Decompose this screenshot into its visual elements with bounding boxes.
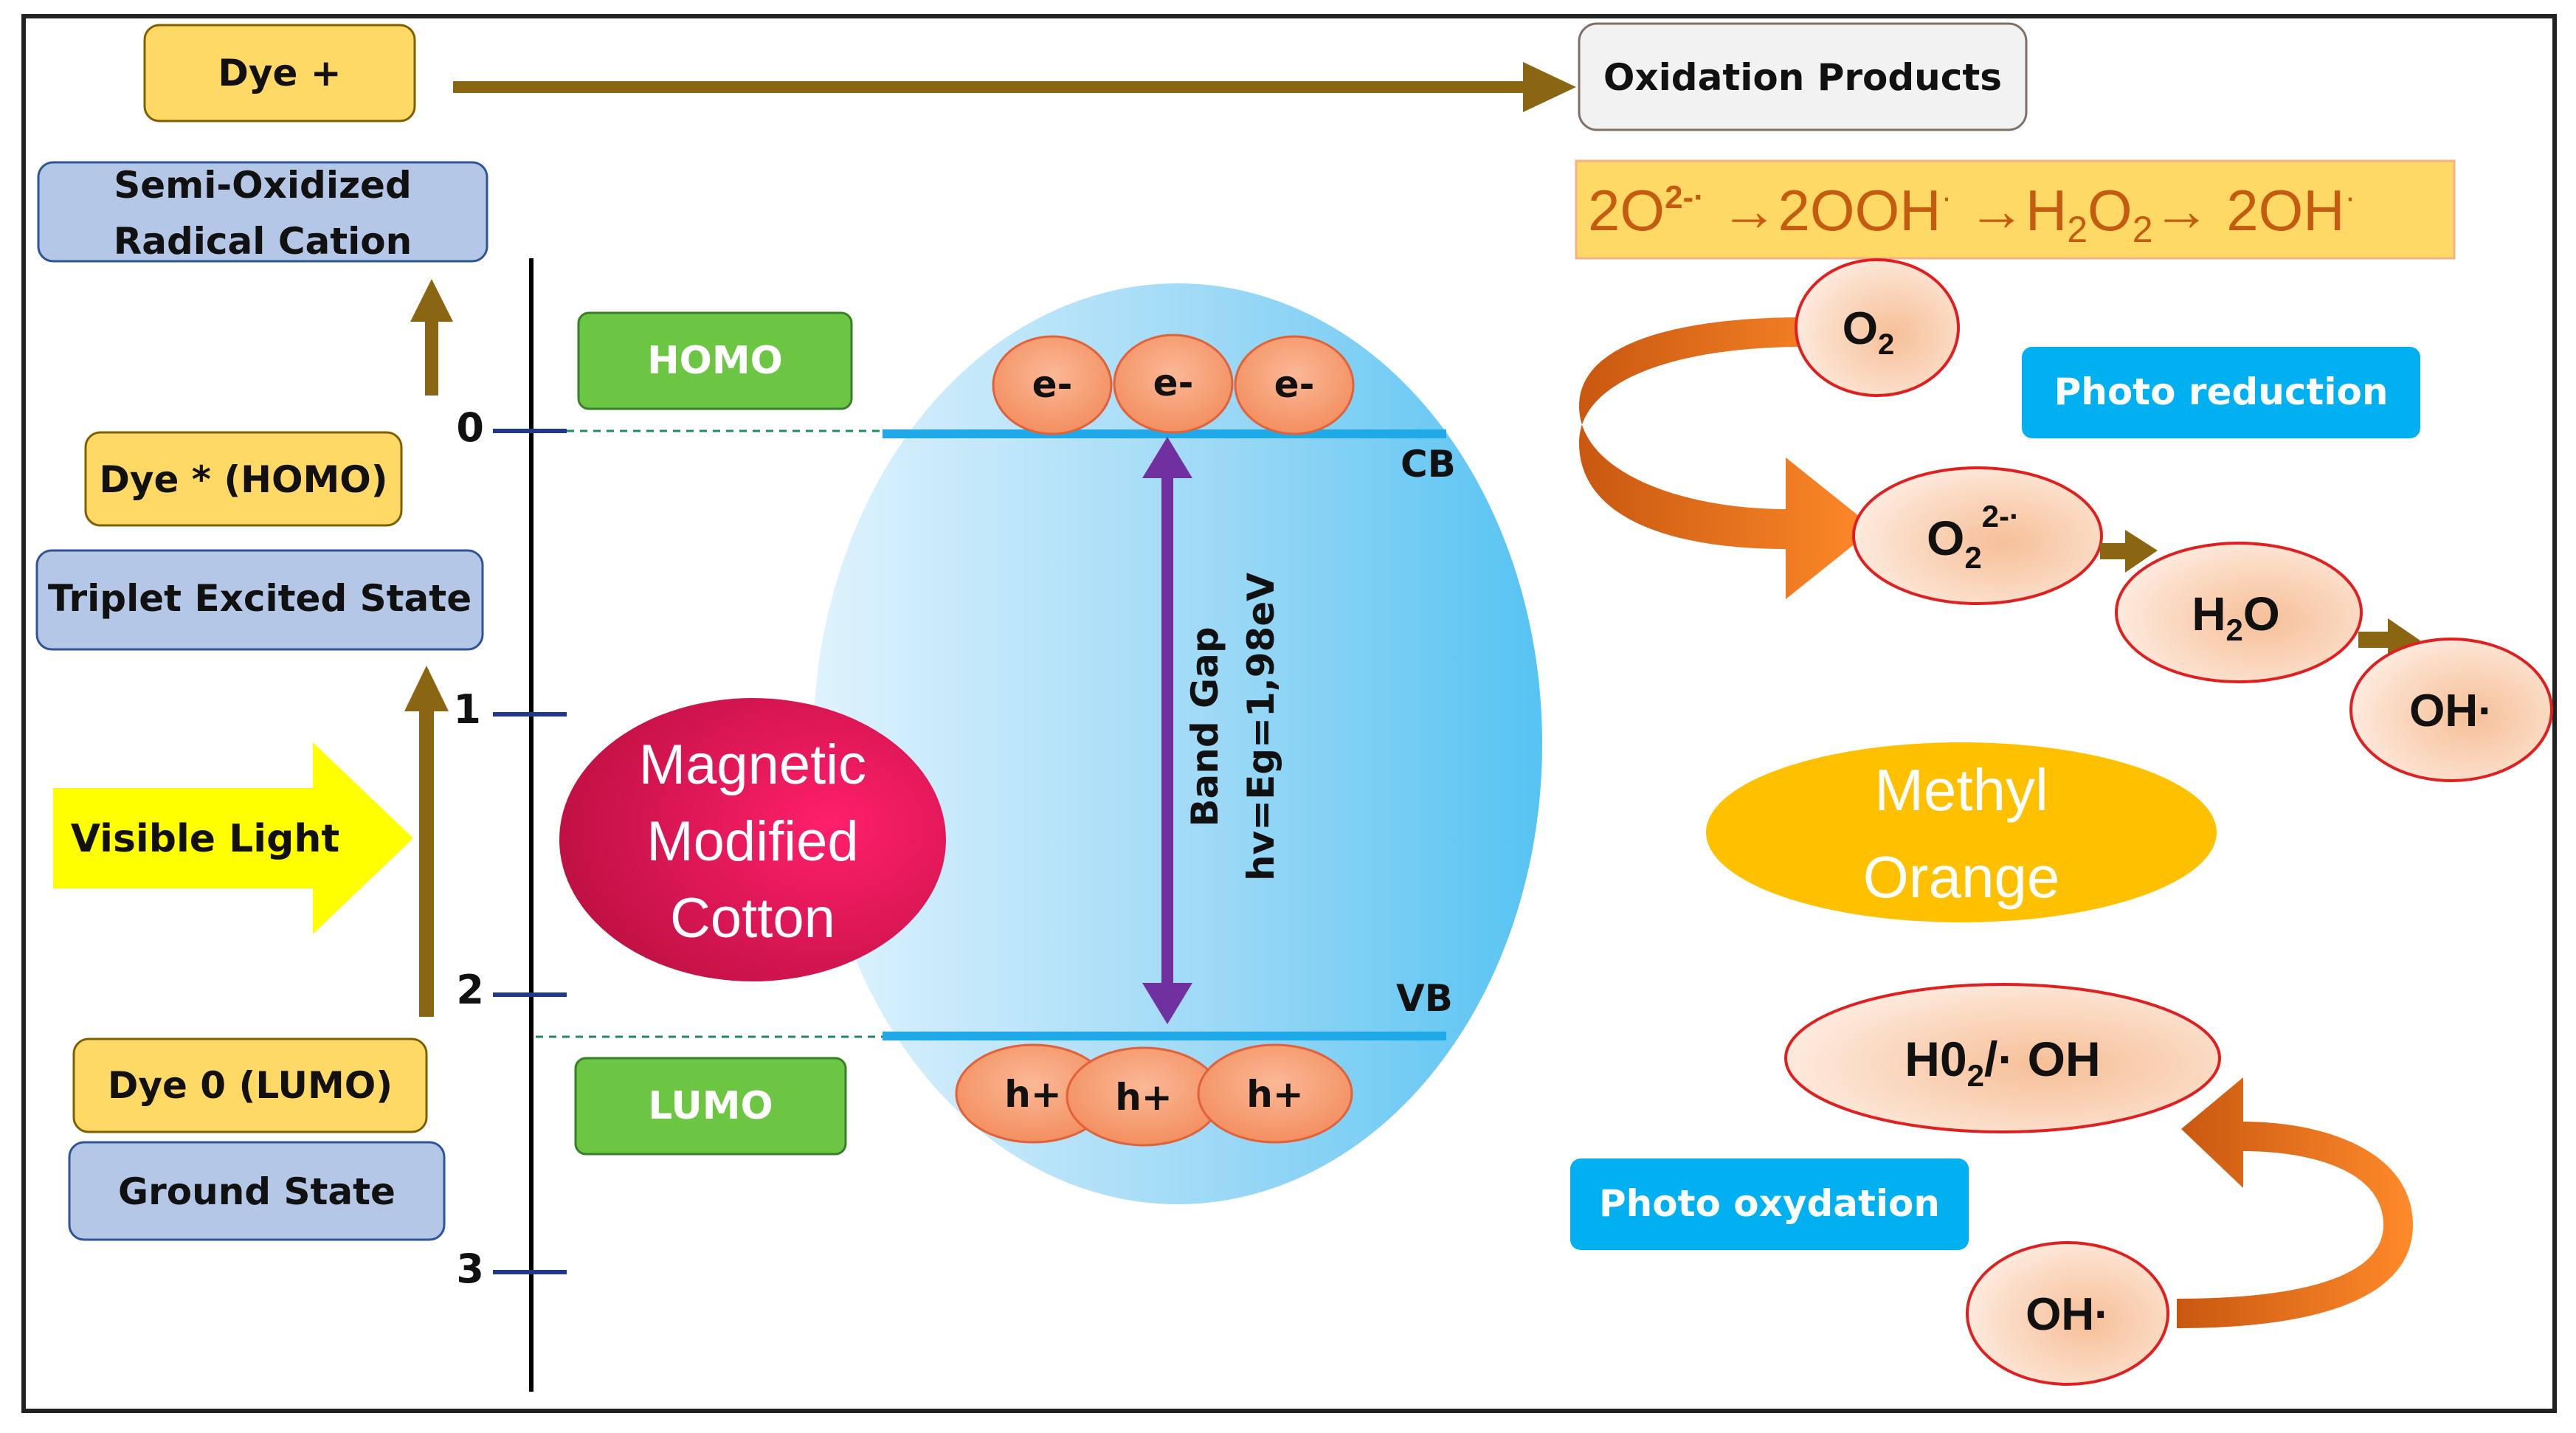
electron-group: e- e- e- <box>992 334 1355 435</box>
band-structure-ellipse <box>813 283 1542 1204</box>
reaction-superscript: · <box>2345 179 2356 215</box>
semi-oxidized-box: Semi-Oxidized Radical Cation <box>37 161 488 263</box>
ground-state-box: Ground State <box>68 1141 446 1241</box>
oxidation-swirl-arrow <box>2177 1077 2413 1328</box>
reaction-subscript: 2 <box>2133 209 2153 250</box>
dye-zero-box: Dye 0 (LUMO) <box>72 1037 428 1133</box>
hole-label: h+ <box>1115 1076 1173 1119</box>
dye-plus-box: Dye + <box>143 24 416 122</box>
magnetic-modified-cotton: Magnetic Modified Cotton <box>559 698 946 981</box>
photo-reduction-label: Photo reduction <box>2054 370 2389 413</box>
vb-label: VB <box>1396 977 1453 1020</box>
dye-plus-label: Dye + <box>218 52 341 94</box>
electron <box>992 335 1113 435</box>
radical-cation-label: Radical Cation <box>114 220 412 263</box>
hole-label: h+ <box>1004 1073 1062 1116</box>
o2-label: O2 <box>1843 303 1894 361</box>
hydroxyl-oval: OH· <box>2349 638 2553 782</box>
hydroxyl-source-label: OH· <box>2026 1289 2110 1340</box>
band-gap-energy-label: hv=Eg=1,98eV <box>1240 573 1282 881</box>
electron-label: e- <box>1032 363 1073 406</box>
energy-axis: 0 1 2 3 <box>453 258 567 1392</box>
ground-state-label: Ground State <box>118 1170 396 1213</box>
lumo-box: LUMO <box>574 1057 847 1156</box>
reaction-superscript: · <box>1941 179 1952 215</box>
lumo-label: LUMO <box>648 1084 773 1128</box>
h2o-oval: H2O <box>2115 542 2363 683</box>
band-gap-arrow <box>1142 437 1192 1024</box>
triplet-box: Triplet Excited State <box>35 549 484 651</box>
axis-tick-2: 2 <box>456 967 484 1013</box>
oxidation-products-box: Oxidation Products <box>1578 22 2028 131</box>
reduction-swirl-arrow <box>1579 317 1874 599</box>
hole-label: h+ <box>1246 1073 1304 1116</box>
methyl-orange: Methyl Orange <box>1706 742 2217 922</box>
dye-star-label: Dye * (HOMO) <box>99 458 387 501</box>
dye-zero-label: Dye 0 (LUMO) <box>108 1064 393 1107</box>
cb-label: CB <box>1401 443 1456 486</box>
homo-label: HOMO <box>647 339 783 383</box>
excitation-arrow-main <box>404 666 449 1017</box>
hydroxyl-source-oval: OH· <box>1966 1241 2169 1386</box>
h2o-label: H2O <box>2192 587 2279 647</box>
semi-oxidized-label: Semi-Oxidized <box>114 164 412 207</box>
excitation-arrow-upper <box>410 279 453 396</box>
reaction-part: → 2OH <box>2153 178 2345 243</box>
band-gap-label: Band Gap <box>1184 626 1226 826</box>
dye-star-box: Dye * (HOMO) <box>84 431 403 527</box>
electron-label: e- <box>1274 363 1315 406</box>
hole-group: h+ h+ h+ <box>955 1043 1353 1147</box>
electron <box>1113 334 1234 434</box>
arrow-superoxide-to-h2o <box>2100 530 2158 573</box>
photo-reduction-label-box: Photo reduction <box>2022 347 2420 438</box>
reaction-chain-box: 2O2-· →2OOH· →H2O2→ 2OH· <box>1575 159 2456 260</box>
oxidation-products-label: Oxidation Products <box>1603 56 2002 99</box>
pollutant-line1: Methyl <box>1874 757 2048 823</box>
reaction-superscript: 2-· <box>1665 179 1705 215</box>
reaction-subscript: 2 <box>2067 209 2088 250</box>
o2-oval: O2 <box>1795 258 1960 397</box>
reaction-part: →H <box>1952 178 2067 243</box>
homo-box: HOMO <box>577 311 853 410</box>
triplet-label: Triplet Excited State <box>48 577 472 620</box>
axis-tick-1: 1 <box>453 686 481 733</box>
hydroperoxyl-oval: H02/· OH <box>1784 983 2221 1133</box>
photo-oxidation-label: Photo oxydation <box>1599 1182 1940 1225</box>
axis-tick-0: 0 <box>456 404 484 451</box>
pollutant-line2: Orange <box>1863 844 2060 910</box>
hydroperoxyl-label: H02/· OH <box>1905 1032 2100 1093</box>
visible-light-label: Visible Light <box>71 817 339 861</box>
reaction-chain: 2O2-· →2OOH· →H2O2→ 2OH· <box>1588 178 2355 250</box>
catalyst-line2: Modified <box>646 810 858 873</box>
hydroxyl-label: OH· <box>2409 686 2493 736</box>
reaction-part: 2O <box>1588 178 1665 243</box>
superoxide-oval: O22-· <box>1852 466 2103 605</box>
dye-to-products-arrow <box>453 62 1576 112</box>
catalyst-line3: Cotton <box>670 887 835 950</box>
photo-oxidation-label-box: Photo oxydation <box>1570 1159 1969 1250</box>
reaction-part: →2OOH <box>1705 178 1941 243</box>
superoxide-label: O22-· <box>1927 499 2020 575</box>
visible-light-arrow: Visible Light <box>53 742 413 934</box>
electron <box>1234 335 1355 435</box>
hole <box>1197 1043 1353 1144</box>
catalyst-line1: Magnetic <box>639 733 866 796</box>
electron-label: e- <box>1153 362 1194 404</box>
outer-frame <box>21 14 2557 1413</box>
reaction-part: O <box>2088 178 2133 243</box>
axis-tick-3: 3 <box>456 1246 484 1292</box>
